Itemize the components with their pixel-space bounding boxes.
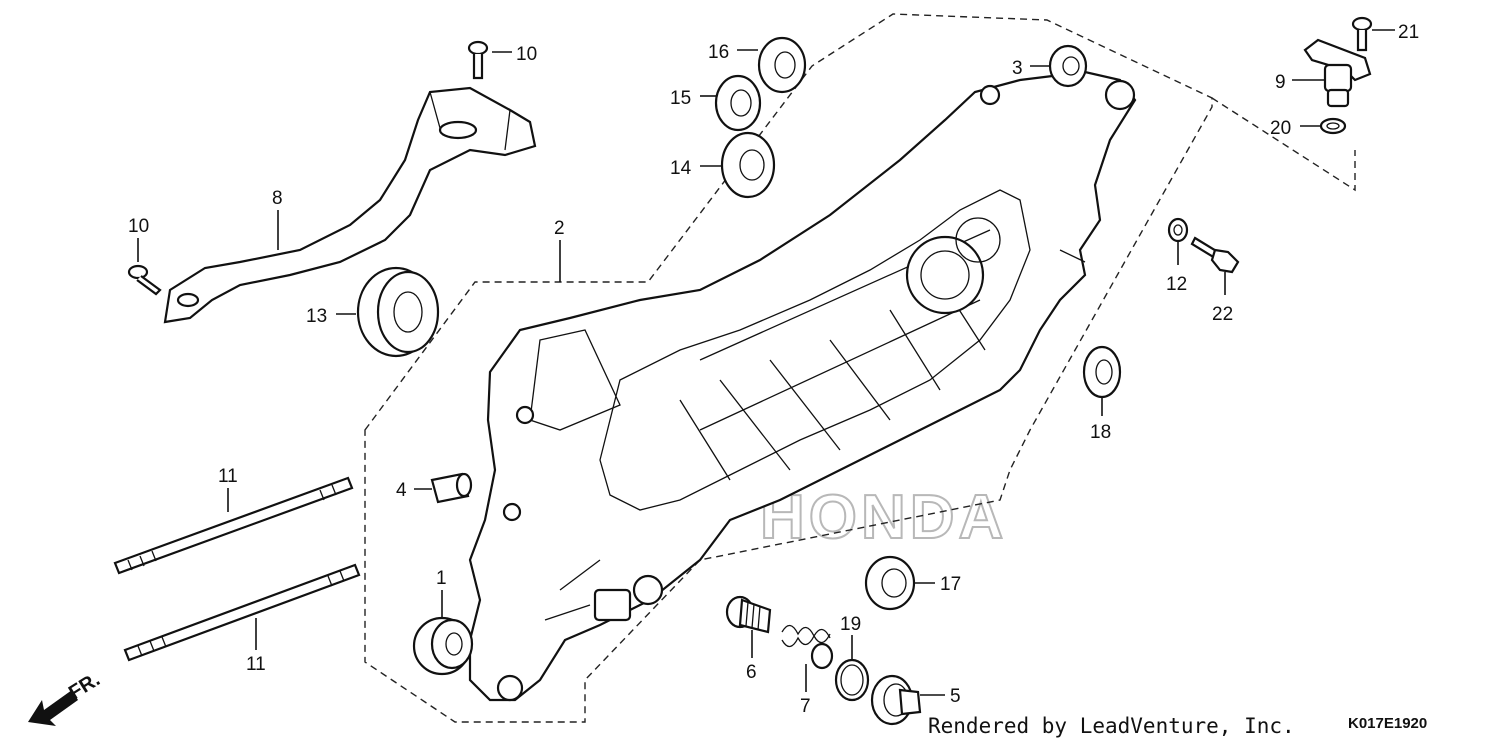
stud-bolt-11-upper xyxy=(113,476,354,575)
bolt-10-left xyxy=(127,264,162,296)
bearing-3 xyxy=(1048,44,1088,88)
bearing-14 xyxy=(720,131,776,199)
callout-14: 14 xyxy=(670,158,692,179)
bearing-1 xyxy=(412,616,474,676)
callout-22: 22 xyxy=(1212,304,1233,325)
o-ring-19 xyxy=(834,658,870,702)
bolt-22 xyxy=(1190,236,1240,274)
stud-bolt-11-lower xyxy=(123,563,361,662)
callout-11-lower: 11 xyxy=(246,654,266,675)
callout-17: 17 xyxy=(940,574,961,595)
bearing-15 xyxy=(714,74,762,132)
front-direction-marker: FR. xyxy=(28,669,104,726)
oil-seal-18 xyxy=(1082,345,1122,399)
callout-10-top: 10 xyxy=(516,44,537,65)
callout-12: 12 xyxy=(1166,274,1187,295)
dowel-pin-4 xyxy=(430,472,473,504)
callout-5: 5 xyxy=(950,686,961,707)
callout-21: 21 xyxy=(1398,22,1419,43)
front-arrow-icon xyxy=(28,690,78,726)
o-ring-20 xyxy=(1319,117,1347,135)
callout-2: 2 xyxy=(554,218,565,239)
drawing-code: K017E1920 xyxy=(1348,715,1427,732)
callout-15: 15 xyxy=(670,88,691,109)
callout-18: 18 xyxy=(1090,422,1111,443)
callout-6: 6 xyxy=(746,662,757,683)
callout-9: 9 xyxy=(1275,72,1286,93)
callout-8: 8 xyxy=(272,188,283,209)
crankcase-stay xyxy=(163,86,537,324)
callout-7: 7 xyxy=(800,696,811,717)
bearing-13 xyxy=(356,266,440,358)
render-credit: Rendered by LeadVenture, Inc. xyxy=(928,714,1295,738)
bolt-21 xyxy=(1351,16,1373,52)
callout-16: 16 xyxy=(708,42,729,63)
callout-20: 20 xyxy=(1270,118,1291,139)
oil-strainer-6 xyxy=(725,595,772,634)
honda-watermark: HONDA xyxy=(760,483,1007,552)
washer-12 xyxy=(1167,217,1189,243)
callout-4: 4 xyxy=(396,480,407,501)
callout-19: 19 xyxy=(840,614,861,635)
spring-7 xyxy=(781,624,834,670)
drain-plug-5 xyxy=(870,674,922,726)
assembly-group-outline xyxy=(364,13,1213,723)
callout-numbers: 10 8 10 13 2 16 15 14 3 21 9 20 12 22 18… xyxy=(128,22,1419,717)
callout-3: 3 xyxy=(1012,58,1023,79)
callout-1: 1 xyxy=(436,568,447,589)
callout-10-left: 10 xyxy=(128,216,149,237)
bearing-16 xyxy=(757,36,807,94)
callout-13: 13 xyxy=(306,306,327,327)
oil-seal-17 xyxy=(864,555,916,611)
leader-lines xyxy=(137,29,1395,696)
speed-sensor-9 xyxy=(1303,38,1372,108)
sensor-group-outline xyxy=(1211,97,1356,192)
bolt-10-top xyxy=(467,40,489,80)
left-crankcase xyxy=(468,70,1137,702)
callout-11-upper: 11 xyxy=(218,466,238,487)
